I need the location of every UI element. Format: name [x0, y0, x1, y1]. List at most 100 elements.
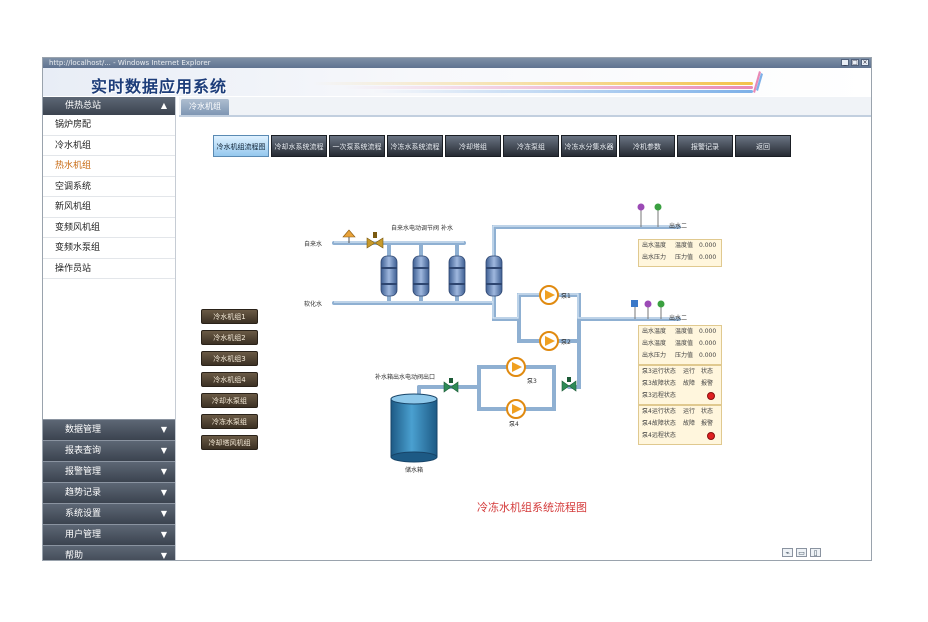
window-title: http://localhost/... - Windows Internet … — [49, 59, 211, 67]
section-label: 报警管理 — [65, 467, 102, 477]
minimize-button[interactable]: _ — [841, 59, 849, 66]
toolbar-cooling-water[interactable]: 冷却水系统流程 — [271, 135, 327, 157]
tab-bar: 冷水机组 — [179, 97, 871, 117]
control-chilled-pumps[interactable]: 冷冻水泵组 — [201, 414, 258, 429]
toolbar-alarm-log[interactable]: 报警记录 — [677, 135, 733, 157]
sidebar-section-help[interactable]: 帮助▼ — [43, 545, 175, 560]
control-chiller-3[interactable]: 冷水机组3 — [201, 351, 258, 366]
chevron-down-icon: ▼ — [160, 551, 167, 560]
readout-label: 出水温度 — [642, 328, 667, 335]
label-outlet-top: 出水二 — [669, 223, 688, 230]
control-tower-fans[interactable]: 冷却塔风机组 — [201, 435, 258, 450]
section-label: 报表查询 — [65, 446, 102, 456]
network-icon[interactable]: ⌁ — [782, 548, 793, 557]
status-value: 报警 — [701, 420, 714, 427]
control-cooling-pumps[interactable]: 冷却水泵组 — [201, 393, 258, 408]
sidebar-item-vfd-pumps[interactable]: 变频水泵组 — [43, 238, 175, 259]
readout-value: 0.000 — [699, 340, 717, 347]
status-value: 故障 — [683, 420, 696, 427]
pump4-status-panel: 泵4运行状态运行状态 泵4故障状态故障报警 泵4远程状态 — [638, 405, 722, 445]
warning-sign-icon — [342, 229, 356, 243]
pump-icon — [506, 357, 526, 377]
page-icon[interactable]: ▯ — [810, 548, 821, 557]
toolbar-back[interactable]: 返回 — [735, 135, 791, 157]
status-label: 泵4运行状态 — [642, 408, 676, 415]
main-content: 冷水机组 冷水机组流程图 冷却水系统流程 一次泵系统流程 冷冻水系统流程 冷却塔… — [179, 97, 871, 560]
sidebar-item-chiller[interactable]: 冷水机组 — [43, 136, 175, 156]
chiller-vessel-2 — [412, 255, 430, 297]
label-inlet-top: 自来水 — [304, 241, 323, 248]
tab-chiller[interactable]: 冷水机组 — [181, 99, 229, 115]
toolbar-chilled-pumps[interactable]: 冷冻泵组 — [503, 135, 559, 157]
toolbar-cooling-tower[interactable]: 冷却塔组 — [445, 135, 501, 157]
toolbar-manifold[interactable]: 冷冻水分集水器 — [561, 135, 617, 157]
toolbar-chilled-water[interactable]: 冷冻水系统流程 — [387, 135, 443, 157]
title-bar: http://localhost/... - Windows Internet … — [43, 58, 871, 68]
diagram-caption: 冷冻水机组系统流程图 — [477, 501, 587, 514]
sidebar-item-operator[interactable]: 操作员站 — [43, 259, 175, 279]
process-diagram — [332, 203, 681, 463]
brush-logo-icon — [753, 71, 763, 93]
pump4-alarm-button[interactable] — [707, 432, 715, 440]
process-toolbar: 冷水机组流程图 冷却水系统流程 一次泵系统流程 冷冻水系统流程 冷却塔组 冷冻泵… — [213, 135, 791, 157]
chevron-down-icon: ▼ — [160, 467, 167, 476]
label-pump-1: 泵1 — [561, 293, 571, 300]
chiller-vessel-1 — [380, 255, 398, 297]
label-pump-2: 泵2 — [561, 339, 571, 346]
sidebar-section-reports[interactable]: 报表查询▼ — [43, 440, 175, 461]
control-chiller-2[interactable]: 冷水机组2 — [201, 330, 258, 345]
chevron-up-icon: ▲ — [160, 101, 167, 110]
status-label: 泵3故障状态 — [642, 380, 676, 387]
sidebar-section-users[interactable]: 用户管理▼ — [43, 524, 175, 545]
status-value: 运行 — [683, 368, 696, 375]
readout-label: 出水压力 — [642, 352, 667, 359]
close-button[interactable]: × — [861, 59, 869, 66]
readout-name: 温度值 — [675, 340, 694, 347]
sidebar-item-hotwater[interactable]: 热水机组 — [43, 156, 175, 177]
sidebar: 供热总站 ▲ 锅炉房配 冷水机组 热水机组 空调系统 新风机组 变频风机组 变频… — [43, 97, 176, 560]
label-valve-top-right: 补水 — [441, 225, 454, 232]
status-value: 故障 — [683, 380, 696, 387]
section-label: 数据管理 — [65, 425, 102, 435]
readout-value: 0.000 — [699, 254, 717, 261]
sidebar-footer: 数据管理▼ 报表查询▼ 报警管理▼ 趋势记录▼ 系统设置▼ 用户管理▼ 帮助▼ — [43, 419, 175, 560]
toolbar-chiller-params[interactable]: 冷机参数 — [619, 135, 675, 157]
control-chiller-4[interactable]: 冷水机组4 — [201, 372, 258, 387]
sidebar-header[interactable]: 供热总站 ▲ — [43, 97, 175, 115]
toolbar-primary-pump[interactable]: 一次泵系统流程 — [329, 135, 385, 157]
app-banner: 实时数据应用系统 — [43, 68, 871, 96]
status-value: 状态 — [701, 408, 714, 415]
sidebar-section-data[interactable]: 数据管理 ▼ — [43, 419, 175, 440]
sidebar-section-settings[interactable]: 系统设置▼ — [43, 503, 175, 524]
status-label: 泵4故障状态 — [642, 420, 676, 427]
sidebar-item-vfd-fans[interactable]: 变频风机组 — [43, 218, 175, 238]
pump3-alarm-button[interactable] — [707, 392, 715, 400]
chevron-down-icon: ▼ — [160, 509, 167, 518]
chevron-down-icon: ▼ — [160, 488, 167, 497]
sidebar-section-alarms[interactable]: 报警管理 ▼ — [43, 461, 175, 482]
status-label: 泵3远程状态 — [642, 392, 676, 399]
status-value: 状态 — [701, 368, 714, 375]
readout-value: 0.000 — [699, 242, 717, 249]
chevron-down-icon: ▼ — [160, 425, 167, 434]
sidebar-header-label: 供热总站 — [65, 101, 102, 111]
pump-icon — [506, 399, 526, 419]
sidebar-item-freshair[interactable]: 新风机组 — [43, 197, 175, 218]
readout-name: 压力值 — [675, 352, 694, 359]
water-tank — [390, 393, 438, 463]
sidebar-section-trends[interactable]: 趋势记录▼ — [43, 482, 175, 503]
status-value: 报警 — [701, 380, 714, 387]
readout-name: 温度值 — [675, 328, 694, 335]
readout-value: 0.000 — [699, 352, 717, 359]
sidebar-item-aircon[interactable]: 空调系统 — [43, 177, 175, 197]
monitor-icon[interactable]: ▭ — [796, 548, 807, 557]
label-tank-pipe: 补水箱出水电动阀出口 — [375, 374, 436, 381]
app-title: 实时数据应用系统 — [91, 77, 228, 96]
readout-label: 出水压力 — [642, 254, 667, 261]
control-chiller-1[interactable]: 冷水机组1 — [201, 309, 258, 324]
toolbar-chiller-flow[interactable]: 冷水机组流程图 — [213, 135, 269, 157]
maximize-button[interactable]: □ — [851, 59, 859, 66]
status-bar-icons: ⌁ ▭ ▯ — [782, 548, 821, 557]
sidebar-item-boiler[interactable]: 锅炉房配 — [43, 115, 175, 136]
